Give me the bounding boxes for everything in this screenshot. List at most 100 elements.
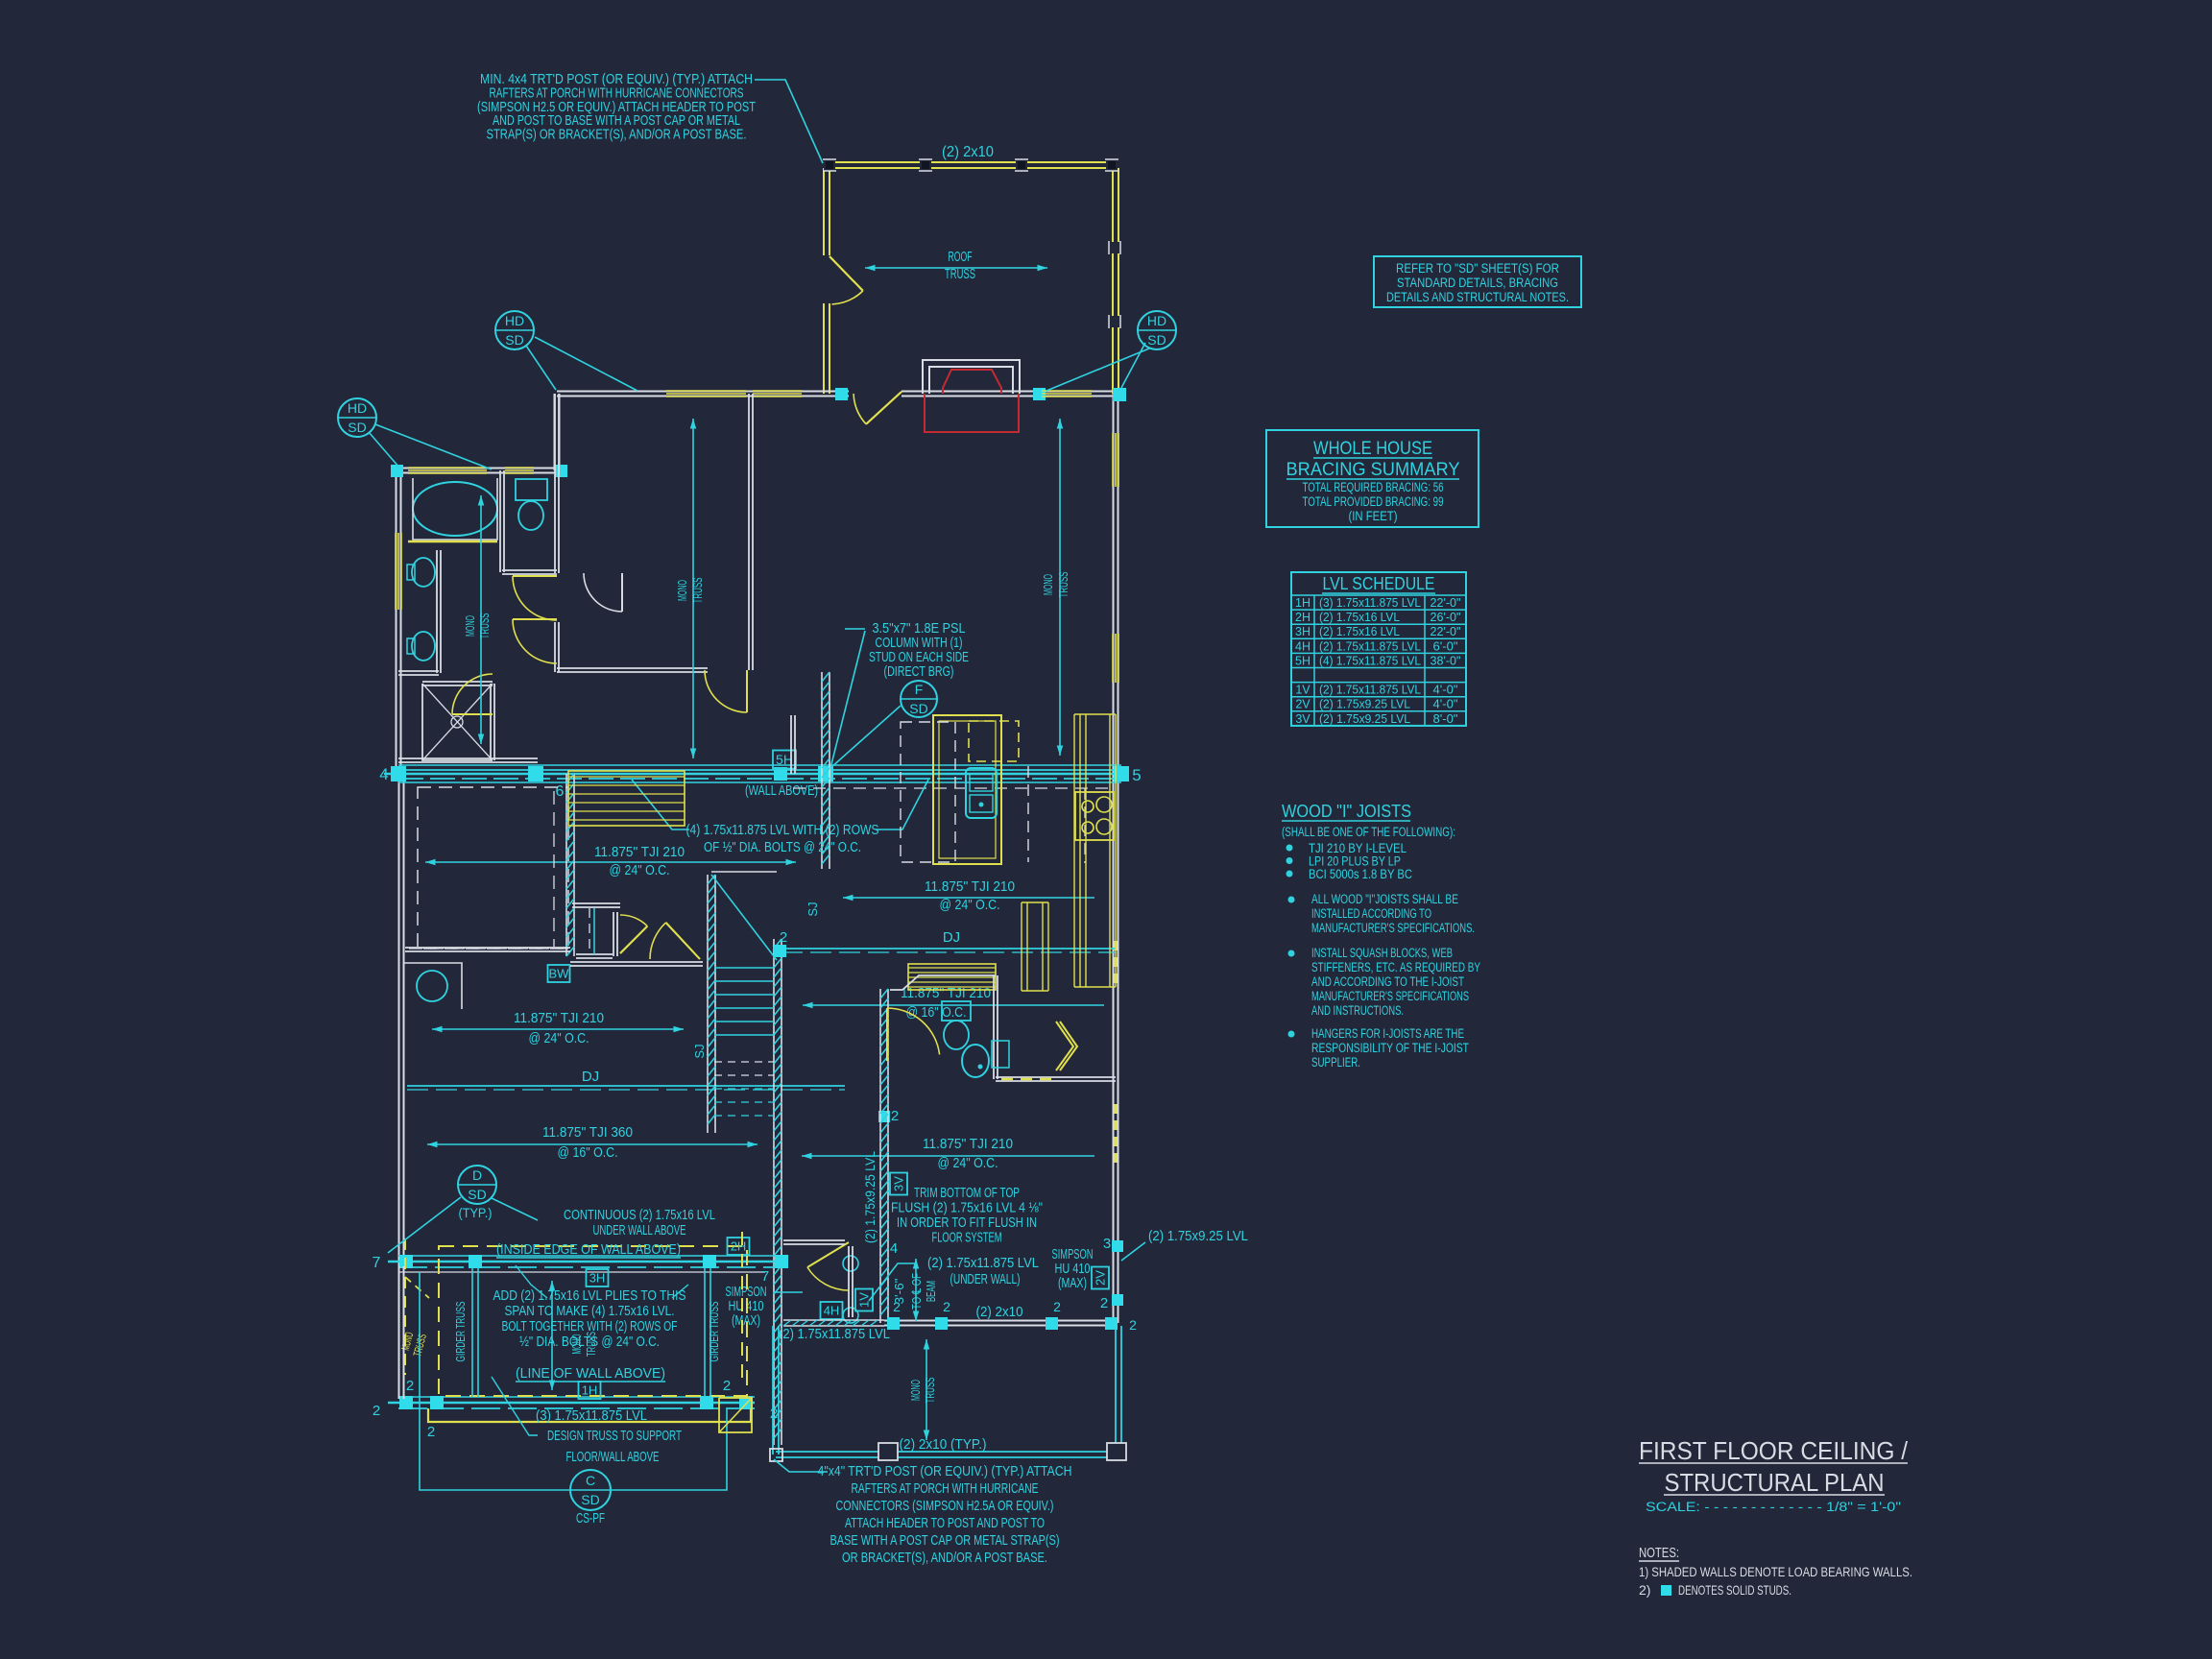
svg-text:3'-6": 3'-6" bbox=[892, 1278, 906, 1304]
svg-text:INSTALL SQUASH BLOCKS, WEB: INSTALL SQUASH BLOCKS, WEB bbox=[1311, 946, 1453, 960]
svg-text:MIN. 4x4 TRT'D POST (OR EQUIV.: MIN. 4x4 TRT'D POST (OR EQUIV.) (TYP.) A… bbox=[480, 71, 753, 87]
svg-text:BASE WITH A POST CAP OR METAL: BASE WITH A POST CAP OR METAL STRAP(S) bbox=[830, 1532, 1060, 1549]
svg-text:D: D bbox=[472, 1167, 482, 1183]
svg-text:22'-0": 22'-0" bbox=[1431, 625, 1461, 638]
svg-text:2V: 2V bbox=[1295, 698, 1310, 711]
svg-text:(2) 2x10 (TYP.): (2) 2x10 (TYP.) bbox=[900, 1437, 987, 1453]
svg-text:5H: 5H bbox=[1295, 654, 1310, 667]
svg-text:SD: SD bbox=[348, 420, 366, 435]
svg-text:LVL SCHEDULE: LVL SCHEDULE bbox=[1323, 574, 1435, 593]
svg-text:SJ: SJ bbox=[692, 1044, 707, 1058]
svg-text:2V: 2V bbox=[1094, 1270, 1108, 1286]
svg-text:2H: 2H bbox=[1295, 611, 1310, 624]
svg-text:AND ACCORDING TO THE I-JOIST: AND ACCORDING TO THE I-JOIST bbox=[1311, 974, 1464, 989]
svg-text:FLOOR/WALL ABOVE: FLOOR/WALL ABOVE bbox=[566, 1450, 660, 1465]
svg-text:(2) 1.75x11.875 LVL: (2) 1.75x11.875 LVL bbox=[927, 1256, 1039, 1271]
svg-text:WOOD "I" JOISTS: WOOD "I" JOISTS bbox=[1282, 802, 1411, 821]
svg-text:2: 2 bbox=[943, 1299, 950, 1314]
svg-text:OR BRACKET(S), AND/OR A POST B: OR BRACKET(S), AND/OR A POST BASE. bbox=[842, 1550, 1047, 1566]
svg-text:STIFFENERS, ETC. AS REQUIRED B: STIFFENERS, ETC. AS REQUIRED BY bbox=[1311, 960, 1480, 974]
svg-text:DETAILS AND STRUCTURAL NOTES.: DETAILS AND STRUCTURAL NOTES. bbox=[1386, 290, 1569, 304]
svg-text:ALL WOOD "I"JOISTS SHALL BE: ALL WOOD "I"JOISTS SHALL BE bbox=[1311, 892, 1458, 906]
svg-text:WHOLE HOUSE: WHOLE HOUSE bbox=[1313, 439, 1432, 459]
svg-text:MONO: MONO bbox=[1041, 574, 1055, 595]
svg-text:RAFTERS AT PORCH WITH HURRICAN: RAFTERS AT PORCH WITH HURRICANE bbox=[852, 1480, 1039, 1497]
svg-text:TJI 210 BY I-LEVEL: TJI 210 BY I-LEVEL bbox=[1309, 841, 1407, 855]
svg-text:4'-0": 4'-0" bbox=[1433, 698, 1458, 711]
svg-text:C: C bbox=[586, 1473, 595, 1488]
svg-text:1) SHADED WALLS DENOTE LOAD BE: 1) SHADED WALLS DENOTE LOAD BEARING WALL… bbox=[1639, 1564, 1912, 1579]
svg-text:GIRDER TRUSS: GIRDER TRUSS bbox=[708, 1302, 721, 1362]
svg-text:SUPPLIER.: SUPPLIER. bbox=[1311, 1055, 1360, 1070]
svg-text:MONO: MONO bbox=[908, 1380, 923, 1401]
svg-text:TRUSS: TRUSS bbox=[923, 1377, 937, 1403]
svg-text:(WALL ABOVE): (WALL ABOVE) bbox=[745, 782, 818, 799]
svg-text:BEAM: BEAM bbox=[924, 1281, 938, 1302]
svg-text:(MAX): (MAX) bbox=[1058, 1276, 1087, 1291]
svg-text:(2) 1.75x11.875 LVL: (2) 1.75x11.875 LVL bbox=[1319, 639, 1421, 653]
svg-text:6'-0": 6'-0" bbox=[1433, 639, 1458, 653]
svg-text:DESIGN TRUSS TO SUPPORT: DESIGN TRUSS TO SUPPORT bbox=[547, 1429, 682, 1444]
svg-text:(2) 1.75x16 LVL: (2) 1.75x16 LVL bbox=[1319, 611, 1400, 624]
svg-text:4H: 4H bbox=[1295, 639, 1310, 653]
svg-text:SIMPSON: SIMPSON bbox=[1052, 1247, 1094, 1262]
svg-text:ROOF: ROOF bbox=[949, 249, 973, 265]
svg-text:TRUSS: TRUSS bbox=[945, 266, 975, 282]
svg-text:3V: 3V bbox=[892, 1176, 906, 1191]
svg-text:11.875" TJI 360: 11.875" TJI 360 bbox=[542, 1124, 633, 1141]
svg-text:FIRST FLOOR CEILING /: FIRST FLOOR CEILING / bbox=[1639, 1436, 1909, 1465]
svg-text:2: 2 bbox=[1100, 1295, 1108, 1311]
svg-text:IN ORDER TO FIT FLUSH IN: IN ORDER TO FIT FLUSH IN bbox=[897, 1215, 1037, 1231]
svg-text:(4) 1.75x11.875 LVL: (4) 1.75x11.875 LVL bbox=[1319, 654, 1421, 667]
svg-text:HD: HD bbox=[348, 400, 367, 416]
svg-text:@ 24" O.C.: @ 24" O.C. bbox=[610, 862, 670, 878]
svg-text:2: 2 bbox=[891, 1108, 899, 1124]
svg-text:1H: 1H bbox=[1295, 596, 1310, 610]
svg-text:22'-0": 22'-0" bbox=[1431, 596, 1461, 610]
svg-text:11.875" TJI 210: 11.875" TJI 210 bbox=[925, 878, 1015, 895]
svg-text:2): 2) bbox=[1639, 1582, 1650, 1598]
svg-text:DENOTES SOLID STUDS.: DENOTES SOLID STUDS. bbox=[1678, 1582, 1791, 1598]
svg-text:OF ½" DIA. BOLTS @ 24" O.C.: OF ½" DIA. BOLTS @ 24" O.C. bbox=[704, 840, 861, 855]
svg-text:FLUSH (2) 1.75x16 LVL 4 ⅛": FLUSH (2) 1.75x16 LVL 4 ⅛" bbox=[891, 1201, 1043, 1216]
svg-text:TRUSS: TRUSS bbox=[585, 1332, 598, 1357]
svg-text:5: 5 bbox=[1132, 766, 1141, 784]
svg-text:SD: SD bbox=[505, 332, 523, 348]
svg-text:11.875" TJI 210: 11.875" TJI 210 bbox=[923, 1136, 1013, 1152]
svg-text:3.5"x7" 1.8E PSL: 3.5"x7" 1.8E PSL bbox=[873, 621, 966, 637]
svg-text:RESPONSIBILITY OF THE I-JOIST: RESPONSIBILITY OF THE I-JOIST bbox=[1311, 1041, 1469, 1055]
svg-text:1V: 1V bbox=[1295, 684, 1310, 697]
svg-text:REFER TO "SD" SHEET(S) FOR: REFER TO "SD" SHEET(S) FOR bbox=[1396, 261, 1559, 276]
svg-text:(SHALL BE ONE OF THE FOLLOWING: (SHALL BE ONE OF THE FOLLOWING): bbox=[1282, 825, 1455, 839]
svg-text:2: 2 bbox=[723, 1378, 731, 1394]
svg-text:(SIMPSON H2.5 OR EQUIV.) ATTAC: (SIMPSON H2.5 OR EQUIV.) ATTACH HEADER T… bbox=[477, 99, 756, 115]
svg-text:(2) 2x10: (2) 2x10 bbox=[942, 144, 994, 160]
svg-text:SD: SD bbox=[581, 1492, 599, 1507]
svg-text:2: 2 bbox=[893, 1299, 901, 1314]
svg-text:4: 4 bbox=[379, 765, 388, 783]
svg-text:STUD ON EACH SIDE: STUD ON EACH SIDE bbox=[869, 650, 969, 665]
svg-text:(2) 2x10: (2) 2x10 bbox=[976, 1305, 1023, 1320]
svg-text:UNDER WALL ABOVE: UNDER WALL ABOVE bbox=[593, 1223, 686, 1238]
svg-text:3H: 3H bbox=[1295, 625, 1310, 638]
svg-text:6: 6 bbox=[556, 783, 565, 800]
svg-text:7: 7 bbox=[761, 1268, 769, 1285]
svg-text:MONO: MONO bbox=[675, 580, 689, 601]
svg-text:(2) 1.75x9.25 LVL: (2) 1.75x9.25 LVL bbox=[1319, 712, 1410, 726]
svg-text:1V: 1V bbox=[857, 1292, 872, 1308]
svg-text:AND POST TO BASE WITH A POST C: AND POST TO BASE WITH A POST CAP OR META… bbox=[493, 112, 740, 129]
svg-text:TOTAL PROVIDED BRACING: 99: TOTAL PROVIDED BRACING: 99 bbox=[1303, 494, 1444, 509]
svg-text:MONO: MONO bbox=[570, 1334, 584, 1354]
svg-text:ATTACH HEADER TO POST AND POST: ATTACH HEADER TO POST AND POST TO bbox=[845, 1515, 1045, 1531]
svg-text:TRUSS: TRUSS bbox=[690, 577, 705, 603]
svg-text:2: 2 bbox=[770, 1406, 778, 1422]
svg-text:(3) 1.75x11.875 LVL: (3) 1.75x11.875 LVL bbox=[536, 1408, 647, 1424]
svg-text:@ 16" O.C.: @ 16" O.C. bbox=[558, 1144, 618, 1161]
svg-text:HU 410: HU 410 bbox=[1055, 1262, 1091, 1277]
svg-text:(2) 1.75x9.25 LVL: (2) 1.75x9.25 LVL bbox=[1319, 698, 1410, 711]
svg-text:RAFTERS AT PORCH WITH HURRICAN: RAFTERS AT PORCH WITH HURRICANE CONNECTO… bbox=[490, 84, 744, 101]
svg-text:DJ: DJ bbox=[943, 929, 960, 946]
svg-text:11.875" TJI 210: 11.875" TJI 210 bbox=[514, 1010, 604, 1026]
svg-text:2H: 2H bbox=[731, 1239, 747, 1254]
svg-text:4: 4 bbox=[890, 1240, 898, 1257]
